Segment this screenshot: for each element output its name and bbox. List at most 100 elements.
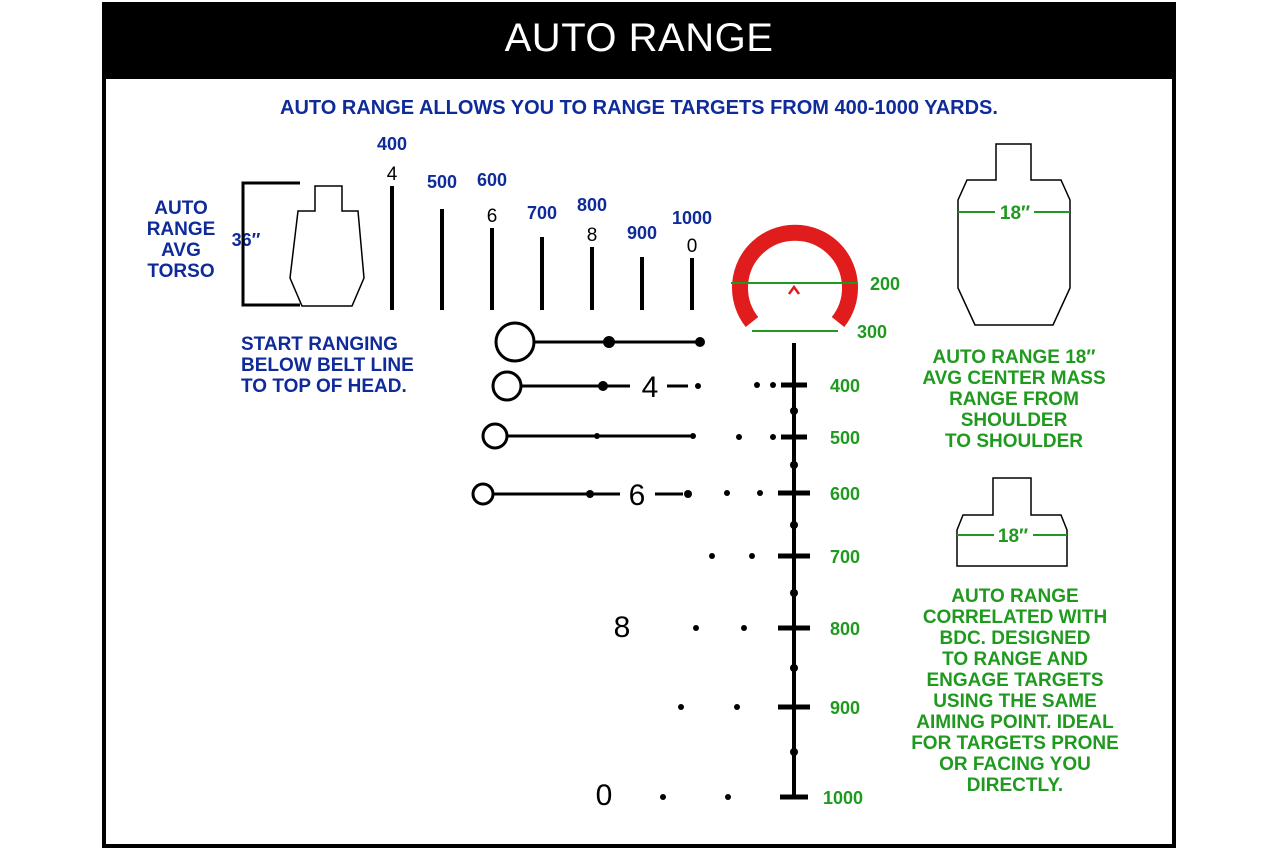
stadia-yards-label: 900 [627, 223, 657, 243]
red-ring [732, 224, 858, 327]
bdc-dot [734, 704, 740, 710]
ranging-dot [690, 433, 696, 439]
ranging-circle [471, 482, 495, 506]
shoulder-note-line: AVG CENTER MASS [922, 368, 1105, 389]
bdc-dot [754, 382, 760, 388]
ranging-dot [598, 381, 608, 391]
prone-note-line: BDC. DESIGNED [940, 628, 1091, 649]
stadia-mark-label: 4 [387, 164, 398, 185]
ring-label-200: 200 [870, 274, 900, 294]
ranging-circle [491, 370, 523, 402]
bdc-dot [770, 382, 776, 388]
prone-note-line: TO RANGE AND [942, 649, 1088, 670]
stadia-mark-label: 6 [487, 206, 498, 227]
torso-label-line: TORSO [147, 261, 214, 282]
bdc-dot [693, 625, 699, 631]
bdc-mid-dot [790, 664, 798, 672]
shoulder-note-line: TO SHOULDER [945, 431, 1083, 452]
shoulder-note-line: SHOULDER [961, 410, 1068, 431]
prone-width-label: 18″ [998, 526, 1028, 547]
ranging-dot [695, 337, 705, 347]
torso-height-label: 36″ [232, 230, 261, 250]
torso-instructions: START RANGING BELOW BELT LINE TO TOP OF … [241, 334, 414, 397]
ranging-circles [471, 321, 705, 506]
bdc-range-label: 900 [830, 698, 860, 718]
bdc-mid-dot [790, 589, 798, 597]
stadia-yards-label: 1000 [672, 208, 712, 228]
stadia-yards-label: 800 [577, 195, 607, 215]
bdc-mid-dot [790, 521, 798, 529]
prone-note-line: DIRECTLY. [967, 775, 1063, 796]
bdc-dot [678, 704, 684, 710]
bdc-mid-dot [790, 407, 798, 415]
bdc-range-label: 600 [830, 484, 860, 504]
bdc-dot [749, 553, 755, 559]
shoulder-target-silhouette [957, 143, 1071, 326]
stadia-yards-label: 700 [527, 203, 557, 223]
stadia-mark-label: 8 [587, 225, 598, 246]
instruction-line: BELOW BELT LINE [241, 355, 414, 376]
prone-note-line: AIMING POINT. IDEAL [916, 712, 1114, 733]
bdc-dot [725, 794, 731, 800]
bdc-range-label: 700 [830, 547, 860, 567]
prone-note-line: ENGAGE TARGETS [927, 670, 1104, 691]
shoulder-width-label: 18″ [1000, 203, 1030, 224]
ranging-circle [481, 422, 509, 450]
subtitle: AUTO RANGE ALLOWS YOU TO RANGE TARGETS F… [280, 97, 998, 119]
bdc-dot [741, 625, 747, 631]
bdc-mid-dot [790, 461, 798, 469]
bdc-dot [770, 434, 776, 440]
stadia-yards-label: 600 [477, 170, 507, 190]
prone-note-line: AUTO RANGE [951, 586, 1078, 607]
bdc-dot [709, 553, 715, 559]
bdc-range-label: 1000 [823, 788, 863, 808]
bdc-mark-8: 8 [614, 611, 631, 644]
ranging-dot [586, 490, 594, 498]
prone-target-silhouette [956, 477, 1068, 567]
page-title: AUTO RANGE [504, 16, 774, 60]
prone-note-line: FOR TARGETS PRONE [911, 733, 1119, 754]
bdc-mid-dot [790, 748, 798, 756]
bdc-dot [724, 490, 730, 496]
torso-silhouette [289, 185, 365, 307]
bdc-dot [660, 794, 666, 800]
bdc-mark-6: 6 [629, 479, 646, 512]
height-bracket [241, 181, 300, 307]
bdc-dot [736, 434, 742, 440]
stadia-yards-label: 500 [427, 172, 457, 192]
prone-note-line: USING THE SAME [933, 691, 1097, 712]
stadia-mark-label: 0 [687, 236, 698, 257]
instruction-line: START RANGING [241, 334, 398, 355]
prone-note-line: CORRELATED WITH [923, 607, 1107, 628]
shoulder-note-line: RANGE FROM [949, 389, 1079, 410]
bdc-range-label: 400 [830, 376, 860, 396]
bdc-dot [757, 490, 763, 496]
bdc-mark-4: 4 [642, 371, 659, 404]
chevron-aim-point [787, 284, 801, 295]
bdc-ladder: 400 500 600 700 800 900 1000 [660, 376, 863, 808]
ranging-dot [603, 336, 615, 348]
ranging-circle [494, 321, 536, 363]
reticle-ring: 200 300 [731, 224, 900, 342]
torso-label-line: RANGE [147, 219, 216, 240]
torso-label-line: AVG [161, 240, 201, 261]
torso-label: AUTO RANGE AVG TORSO [147, 198, 216, 282]
ranging-dot [684, 490, 692, 498]
title-bar: AUTO RANGE [106, 6, 1172, 79]
shoulder-note-line: AUTO RANGE 18″ [933, 347, 1096, 368]
ranging-dot [594, 433, 600, 439]
bdc-range-label: 800 [830, 619, 860, 639]
stadia-yards-label: 400 [377, 134, 407, 154]
diagram-frame: AUTO RANGE [102, 2, 1176, 848]
instruction-line: TO TOP OF HEAD. [241, 376, 407, 397]
bdc-mark-0: 0 [596, 779, 613, 812]
ranging-dot [695, 383, 701, 389]
prone-note-line: OR FACING YOU [939, 754, 1091, 775]
torso-label-line: AUTO [154, 198, 207, 219]
ring-label-300: 300 [857, 322, 887, 342]
stadia-bars: 400 4 500 600 6 700 800 8 900 1000 0 [377, 134, 712, 310]
bdc-range-label: 500 [830, 428, 860, 448]
shoulder-notes: AUTO RANGE 18″ AVG CENTER MASS RANGE FRO… [922, 347, 1105, 452]
